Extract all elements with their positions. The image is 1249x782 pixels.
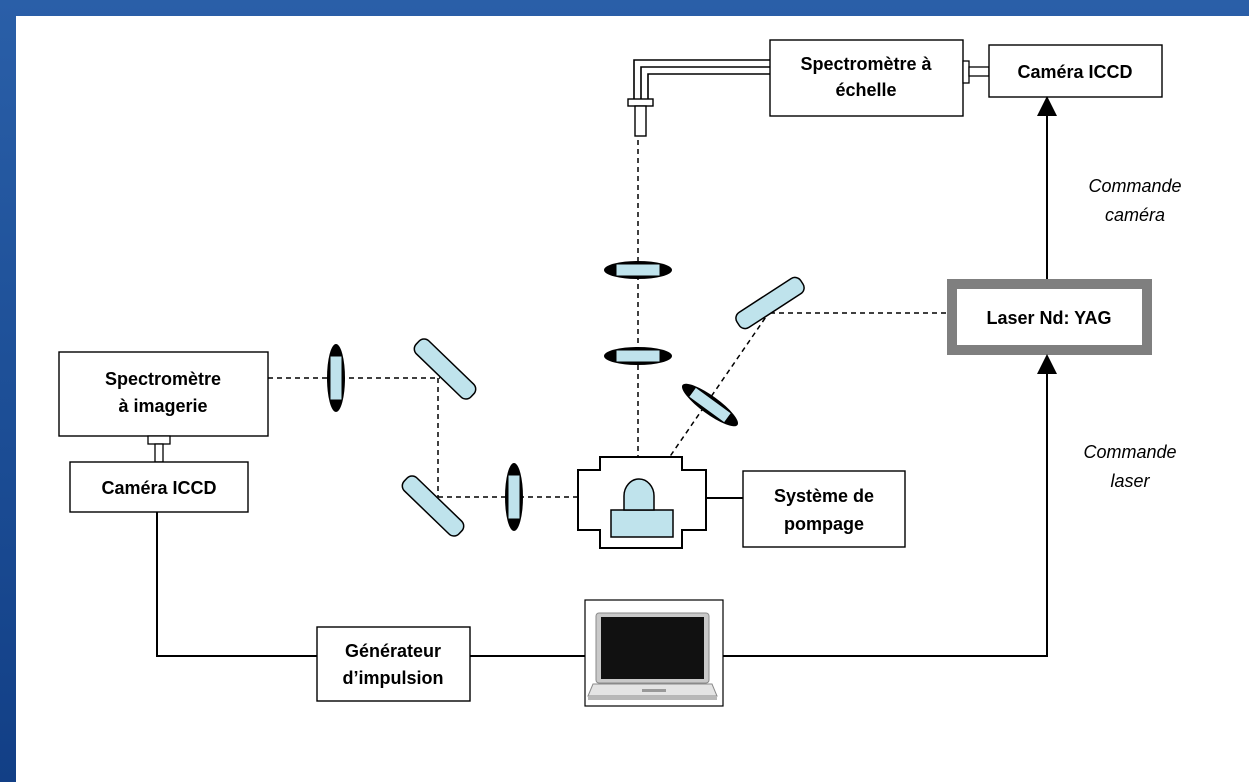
lens-icon [327, 344, 345, 412]
camera-iccd-left-label: Caméra ICCD [101, 478, 216, 498]
optical-beams [268, 140, 950, 501]
camera-iccd-top: Caméra ICCD [988, 44, 1163, 98]
cabling [156, 512, 585, 657]
optical-fiber-icon [627, 59, 770, 137]
vacuum-chamber-icon [577, 456, 743, 549]
connector-icon [962, 60, 990, 84]
camera-command-label: Commande caméra [1088, 176, 1181, 225]
svg-text:laser: laser [1110, 471, 1150, 491]
pumping-system-label-2: pompage [784, 514, 864, 534]
echelle-spectrometer-label-2: échelle [835, 80, 896, 100]
echelle-spectrometer: Spectromètre à échelle [769, 39, 964, 117]
laptop-icon [584, 599, 724, 707]
imaging-spectrometer-label-1: Spectromètre [105, 369, 221, 389]
mirror-icon [401, 475, 465, 537]
lens-icon [604, 347, 672, 365]
imaging-spectrometer-label-2: à imagerie [118, 396, 207, 416]
pumping-system-label-1: Système de [774, 486, 874, 506]
pulse-generator: Générateur d’impulsion [316, 626, 471, 702]
connector-icon [147, 435, 171, 463]
lens-icon [604, 261, 672, 279]
camera-iccd-top-label: Caméra ICCD [1017, 62, 1132, 82]
arrow-icon [723, 354, 1057, 657]
svg-text:Commande: Commande [1083, 442, 1176, 462]
svg-text:caméra: caméra [1105, 205, 1165, 225]
diagram-canvas: Spectromètre à échelle Caméra ICCD Laser… [16, 16, 1249, 782]
laser-command-label: Commande laser [1083, 442, 1176, 491]
camera-iccd-left: Caméra ICCD [69, 461, 249, 513]
mirror-icon [735, 276, 805, 330]
pulse-generator-label-2: d’impulsion [343, 668, 444, 688]
echelle-spectrometer-label-1: Spectromètre à [800, 54, 932, 74]
imaging-spectrometer: Spectromètre à imagerie [58, 351, 269, 437]
libs-setup-diagram: Spectromètre à échelle Caméra ICCD Laser… [58, 39, 1182, 707]
pumping-system: Système de pompage [742, 470, 906, 548]
command-arrows [723, 96, 1057, 657]
pulse-generator-label-1: Générateur [345, 641, 441, 661]
laser-nd-yag: Laser Nd: YAG [947, 279, 1152, 355]
lens-icon [505, 463, 523, 531]
lens-icon [681, 383, 739, 427]
laser-label: Laser Nd: YAG [986, 308, 1111, 328]
mirror-icon [413, 338, 477, 400]
svg-text:Commande: Commande [1088, 176, 1181, 196]
